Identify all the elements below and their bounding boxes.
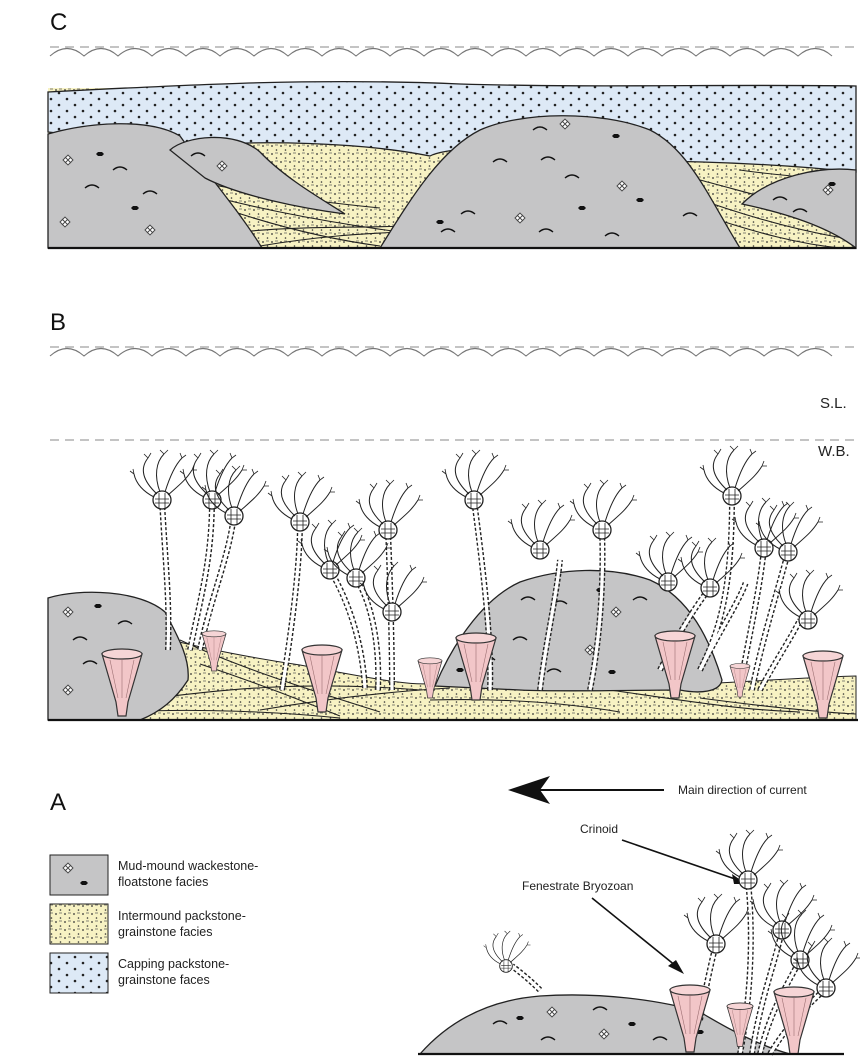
crinoid-crown xyxy=(484,931,531,972)
crinoid-label: Crinoid xyxy=(580,822,618,836)
crinoid-crown xyxy=(508,500,575,559)
current-arrow xyxy=(508,776,664,804)
crinoid-crown xyxy=(356,480,423,539)
sea-surface-waves-c xyxy=(50,49,832,57)
panel-b-letter: B xyxy=(50,309,66,336)
legend-intermound-line2: grainstone facies xyxy=(118,925,213,939)
sea-level-label: S.L. xyxy=(820,395,847,412)
crinoid-crown xyxy=(570,480,637,539)
panel-a: A Main direction of current Mud-mound wa… xyxy=(50,776,860,1054)
legend-swatch-mud-mound xyxy=(50,855,108,895)
panel-c-letter: C xyxy=(50,9,67,36)
sea-surface-waves-b xyxy=(50,349,832,357)
legend-mud-mound-line2: floatstone facies xyxy=(118,875,208,889)
crinoid-crown xyxy=(700,446,767,505)
legend-swatch-intermound xyxy=(50,904,108,944)
crinoid-crown xyxy=(130,450,197,509)
crinoid-crown xyxy=(776,570,843,629)
bryozoan xyxy=(774,987,814,1054)
crinoid-crown xyxy=(442,450,509,509)
crinoid-crowns-a xyxy=(484,830,860,997)
crinoid-crown xyxy=(716,830,783,889)
crinoid-pointer xyxy=(622,840,738,880)
wave-base-label: W.B. xyxy=(818,443,850,460)
current-label: Main direction of current xyxy=(678,783,807,797)
crinoid-crown xyxy=(750,880,817,939)
panel-b: B S.L. W.B. xyxy=(48,309,858,720)
panel-c: C xyxy=(48,9,857,248)
legend-capping-line1: Capping packstone- xyxy=(118,957,229,971)
legend-mud-mound-line1: Mud-mound wackestone- xyxy=(118,859,258,873)
legend-swatch-capping xyxy=(50,953,108,993)
legend-capping-line2: grainstone faces xyxy=(118,973,210,987)
crinoid-crown xyxy=(268,472,335,531)
bryozoan-pointer xyxy=(592,898,676,966)
crinoid-crown xyxy=(684,894,751,953)
bryozoans-a xyxy=(670,985,814,1054)
panel-a-letter: A xyxy=(50,789,66,816)
crinoid-crown xyxy=(180,450,247,509)
legend: Mud-mound wackestone- floatstone facies … xyxy=(50,855,258,993)
crinoid-crown xyxy=(678,538,745,597)
bryozoan-label: Fenestrate Bryozoan xyxy=(522,879,633,893)
legend-intermound-line1: Intermound packstone- xyxy=(118,909,246,923)
